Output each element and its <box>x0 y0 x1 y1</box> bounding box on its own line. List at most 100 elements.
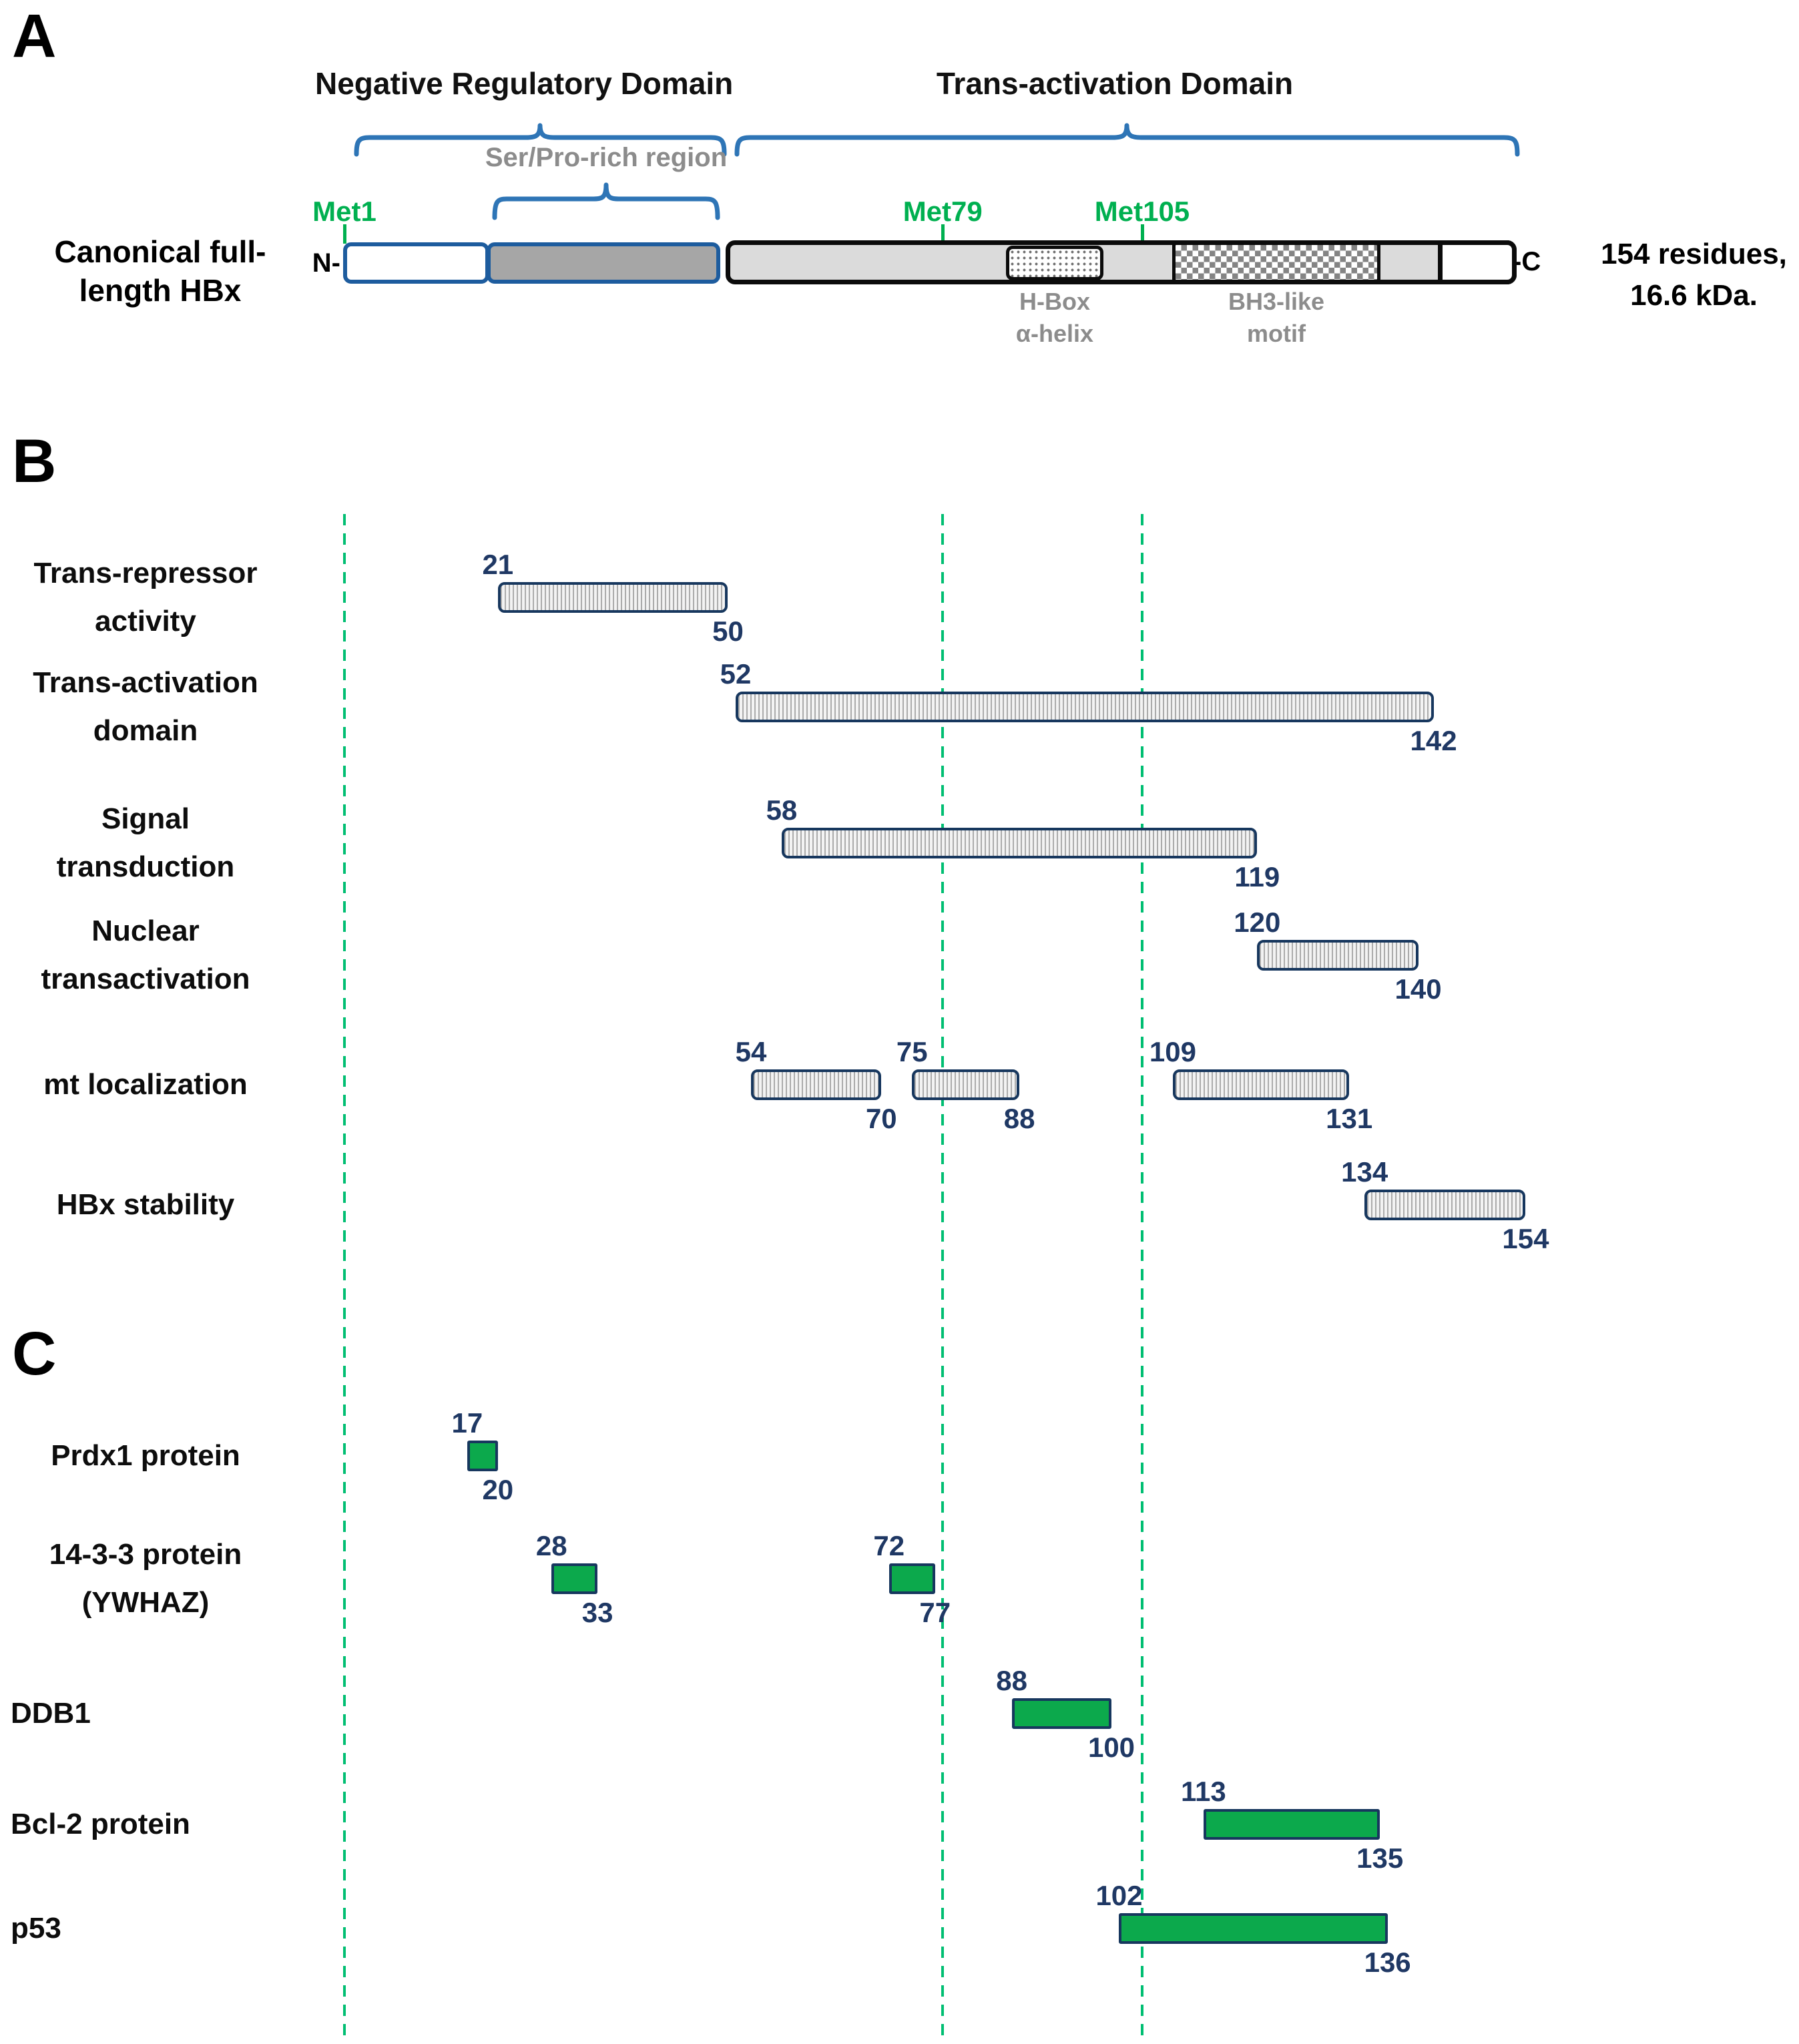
n-terminal-segment <box>343 242 489 284</box>
trans-activation-domain-label: Trans-activation Domain <box>936 66 1294 101</box>
panel-b-region-bar-58-119 <box>781 828 1258 858</box>
panel-b-row-label: Trans-activation domain <box>0 659 291 755</box>
panel-b-row-label-line: Signal <box>101 802 190 835</box>
c-terminal-segment <box>1438 240 1517 284</box>
panel-c-row-label: Prdx1 protein <box>0 1432 291 1480</box>
panel-b-row-label: Trans-repressor activity <box>0 549 291 646</box>
met-marker-tick-met1 <box>343 224 346 244</box>
panel-b-region-start-21: 21 <box>482 549 514 580</box>
protein-name-line1: Canonical full- <box>54 234 266 269</box>
panel-c-row-label: p53 <box>11 1904 302 1953</box>
panel-b-region-end-88: 88 <box>1003 1103 1035 1134</box>
panel-c-region-end-33: 33 <box>581 1597 613 1628</box>
panel-b-region-end-154: 154 <box>1502 1223 1549 1254</box>
panel-c-region-end-136: 136 <box>1364 1947 1411 1978</box>
panel-b-row-label-line: transactivation <box>41 963 250 995</box>
panel-b-row-label: mt localization <box>0 1061 291 1109</box>
met-guide-line-met1 <box>343 514 346 2037</box>
c-terminus-label: -C <box>1513 247 1541 276</box>
protein-size-line2: 16.6 kDa. <box>1630 279 1758 312</box>
panel-c-row-label-line: Prdx1 protein <box>51 1439 240 1472</box>
panel-c-region-bar-28-33 <box>551 1563 598 1594</box>
met-marker-label-met1: Met1 <box>312 196 376 227</box>
panel-b-region-bar-21-50 <box>497 582 728 613</box>
panel-b-row-label: Signal transduction <box>0 795 291 891</box>
panel-b-region-start-134: 134 <box>1341 1156 1388 1188</box>
panel-b-region-bar-134-154 <box>1364 1190 1526 1220</box>
n-terminus-label: N- <box>312 248 340 278</box>
negative-regulatory-domain-brace <box>354 123 727 157</box>
panel-b-region-end-119: 119 <box>1234 861 1280 892</box>
panel-c-region-start-102: 102 <box>1095 1880 1143 1911</box>
panel-c-region-end-77: 77 <box>919 1597 951 1628</box>
panel-c-region-bar-72-77 <box>888 1563 935 1594</box>
protein-size-line1: 154 residues, <box>1601 238 1787 270</box>
panel-c-region-start-17: 17 <box>451 1407 483 1439</box>
panel-c-region-end-100: 100 <box>1087 1732 1135 1763</box>
met-marker-label-met79: Met79 <box>903 196 983 227</box>
panel-c-row-label: 14-3-3 protein (YWHAZ) <box>0 1531 291 1627</box>
h-box-label: H-Box α-helix <box>955 286 1155 350</box>
panel-b-region-bar-75-88 <box>912 1069 1020 1100</box>
panel-b-region-start-109: 109 <box>1149 1036 1196 1067</box>
panel-c-row-label-line: 14-3-3 protein <box>49 1538 242 1571</box>
panel-a-letter: A <box>12 2 57 70</box>
panel-c-letter: C <box>12 1320 57 1388</box>
ser-pro-rich-region-brace <box>492 182 720 220</box>
panel-c-row-label: DDB1 <box>11 1690 302 1738</box>
met-marker-tick-met105 <box>1140 224 1144 244</box>
panel-b-region-end-131: 131 <box>1326 1103 1373 1134</box>
panel-c-row-label-line: DDB1 <box>11 1697 91 1730</box>
panel-b-row-label-line: transduction <box>56 850 235 883</box>
h-box-label-line1: H-Box <box>1019 288 1090 315</box>
protein-name: Canonical full- length HBx <box>7 232 314 310</box>
panel-b-region-bar-120-140 <box>1257 940 1419 971</box>
panel-c-region-end-20: 20 <box>482 1474 514 1505</box>
panel-a: A Negative Regulatory Domain Trans-activ… <box>0 0 1799 414</box>
panel-c-row-label: Bcl-2 protein <box>11 1800 302 1848</box>
h-box-label-line2: α-helix <box>1015 320 1094 347</box>
panel-c-region-bar-102-136 <box>1119 1913 1388 1944</box>
h-box-alpha-helix-box <box>1006 246 1103 280</box>
panel-b-row-label-line: Trans-repressor <box>33 557 258 589</box>
panel-c-row-label-line: Bcl-2 protein <box>11 1808 190 1840</box>
panel-b-region-end-140: 140 <box>1394 973 1442 1005</box>
trans-activation-segment <box>726 240 1517 284</box>
protein-name-line2: length HBx <box>79 273 242 308</box>
ser-pro-rich-region-label: Ser/Pro-rich region <box>485 143 728 172</box>
panel-b-row-label-line: Nuclear <box>91 915 200 947</box>
panel-b-region-start-58: 58 <box>766 794 798 826</box>
bh3-label-line2: motif <box>1247 320 1306 347</box>
met-marker-label-met105: Met105 <box>1094 196 1190 227</box>
panel-c-region-start-88: 88 <box>996 1665 1027 1696</box>
bh3-like-motif-box <box>1172 242 1380 283</box>
panel-b-row-label-line: HBx stability <box>56 1188 235 1221</box>
panel-b-row-label-line: mt localization <box>43 1068 248 1101</box>
panel-b-region-end-70: 70 <box>865 1103 897 1134</box>
panel-c-region-start-28: 28 <box>535 1530 567 1561</box>
panel-b-row-label-line: Trans-activation <box>33 666 258 699</box>
panel-c-region-bar-17-20 <box>467 1441 498 1471</box>
panel-b-row-label-line: activity <box>95 605 196 637</box>
panel-c-region-bar-113-135 <box>1203 1809 1380 1840</box>
panel-b-row-label: Nuclear transactivation <box>0 907 291 1003</box>
panel-c-region-start-113: 113 <box>1180 1776 1226 1807</box>
panel-b-region-bar-109-131 <box>1172 1069 1350 1100</box>
bh3-label-line1: BH3-like <box>1228 288 1325 315</box>
panel-b-letter: B <box>12 427 57 495</box>
met-marker-tick-met79 <box>941 224 945 244</box>
panel-c-region-end-135: 135 <box>1356 1842 1404 1874</box>
panel-c-region-bar-88-100 <box>1011 1698 1111 1729</box>
bh3-label: BH3-like motif <box>1176 286 1376 350</box>
panel-b-region-start-52: 52 <box>720 658 752 690</box>
trans-activation-domain-brace <box>734 123 1520 157</box>
panel-b-region-start-120: 120 <box>1234 907 1281 938</box>
met-guide-line-met79 <box>941 514 945 2037</box>
panel-b-region-end-142: 142 <box>1410 725 1457 756</box>
met-guide-line-met105 <box>1140 514 1143 2037</box>
panel-b-region-end-50: 50 <box>712 615 744 647</box>
panel-b-region-start-54: 54 <box>735 1036 767 1067</box>
panel-b-row-label-line: domain <box>93 714 198 747</box>
panel-b-region-start-75: 75 <box>896 1036 928 1067</box>
panel-c-row-label-line: (YWHAZ) <box>81 1586 210 1619</box>
